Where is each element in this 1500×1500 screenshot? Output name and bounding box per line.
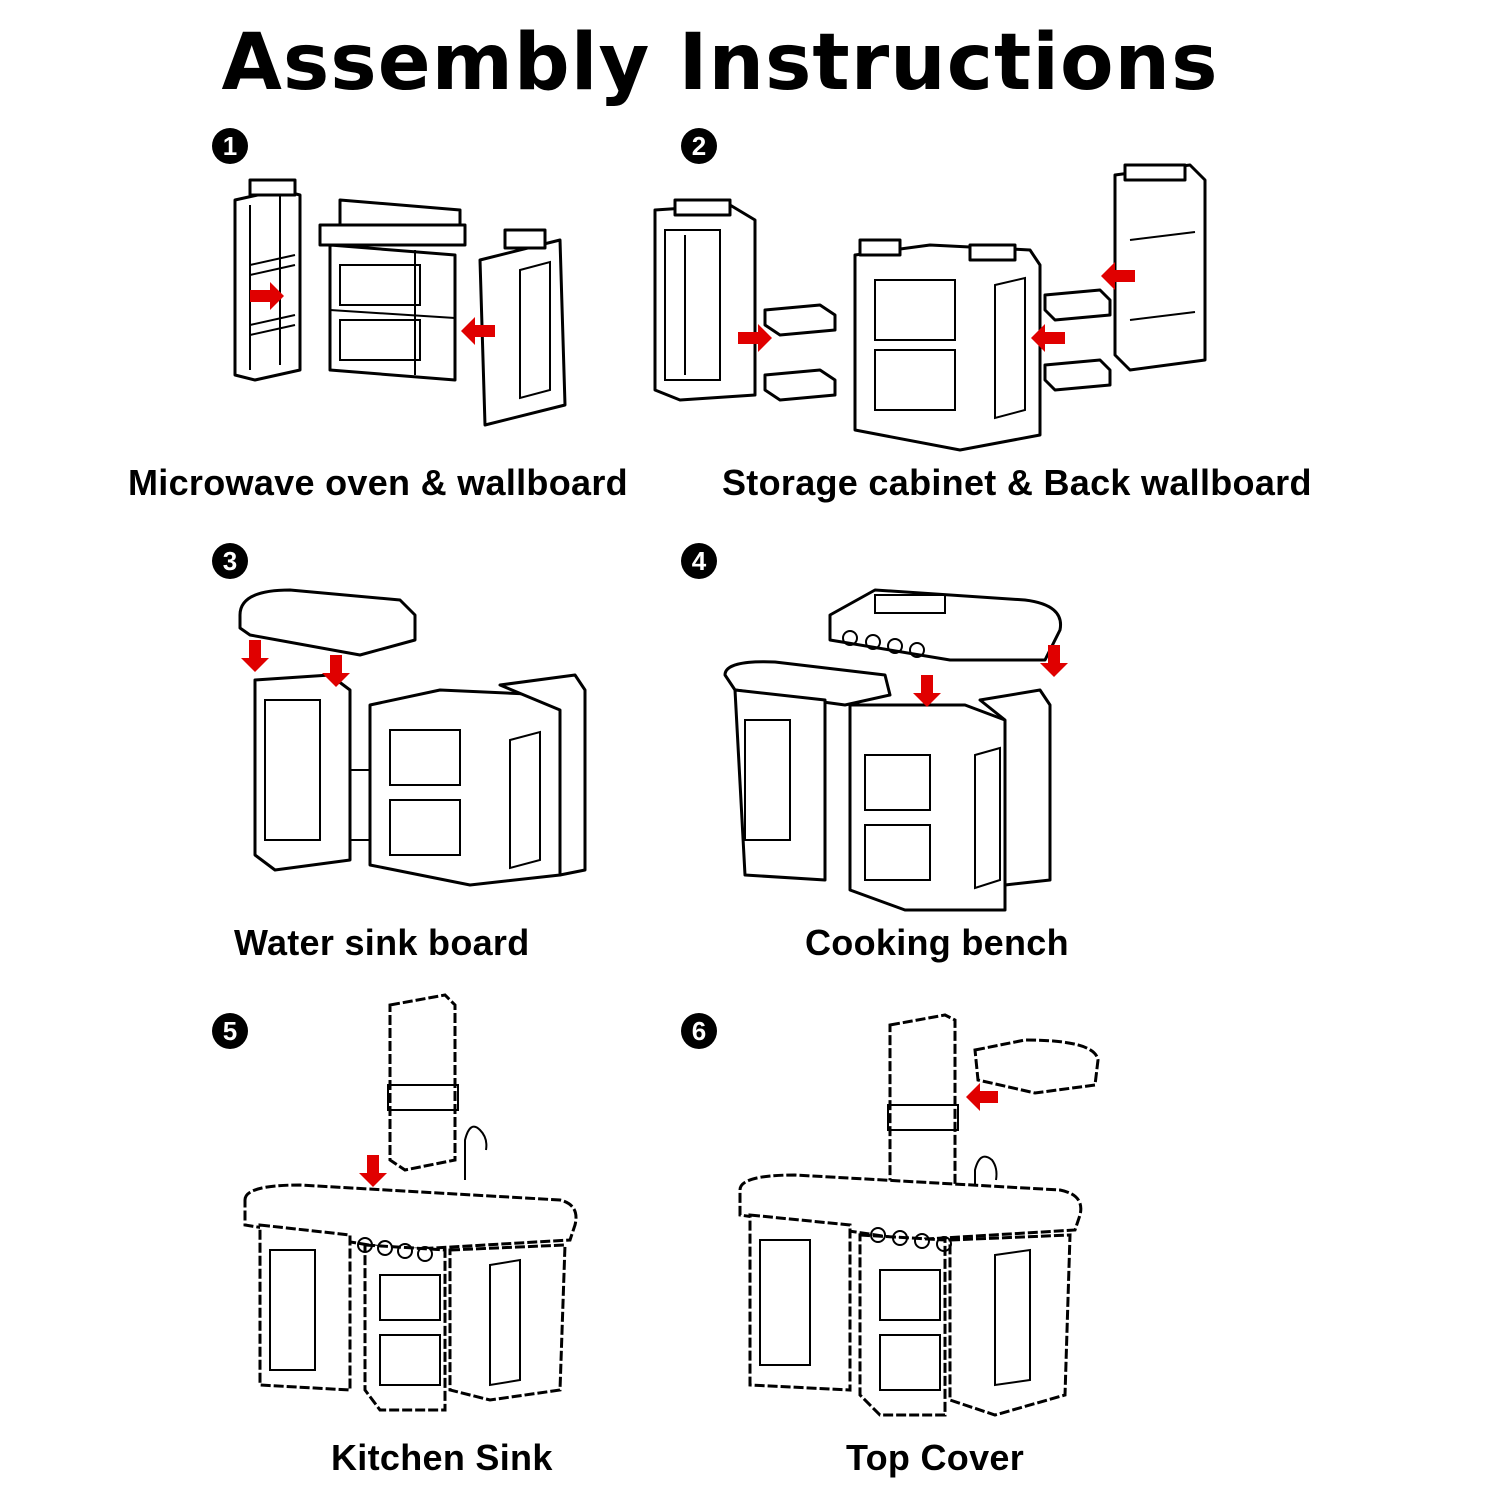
tall-shelf-unit-part — [887, 1013, 959, 1197]
step-1-illustration — [233, 178, 567, 427]
red-arrow-left-icon — [1031, 324, 1065, 352]
oven-cabinet-part — [853, 238, 1042, 452]
step-1-caption: Microwave oven & wallboard — [128, 462, 628, 503]
step-6-caption: Top Cover — [846, 1437, 1025, 1478]
red-arrow-right-icon — [250, 282, 284, 310]
sink-board-part — [238, 588, 417, 657]
storage-cabinet-part — [653, 198, 757, 402]
red-arrow-down-icon — [359, 1155, 387, 1187]
faucet-part — [974, 1155, 998, 1210]
microwave-oven-part — [318, 198, 467, 382]
red-arrow-left-icon — [1101, 262, 1135, 290]
step-2-caption: Storage cabinet & Back wallboard — [722, 462, 1312, 503]
step-number-badge: 4 — [681, 543, 717, 579]
assembled-cabinets-part — [253, 673, 587, 887]
top-cover-part — [973, 1038, 1100, 1095]
kitchen-counter-part — [738, 1173, 1083, 1417]
cabinet-side-part — [478, 228, 567, 427]
red-arrow-right-icon — [738, 324, 772, 352]
step-number-badge: 5 — [212, 1013, 248, 1049]
step-4-illustration — [723, 588, 1068, 912]
back-wallboard-part — [1113, 163, 1207, 372]
step-number-badge: 2 — [681, 128, 717, 164]
red-arrow-left-icon — [966, 1083, 998, 1111]
tall-shelf-unit-part — [387, 993, 459, 1172]
step-number-badge: 1 — [212, 128, 248, 164]
side-wallboard-part — [233, 178, 302, 382]
step-3-illustration — [238, 588, 587, 887]
step-3-caption: Water sink board — [234, 922, 530, 963]
connector-block-part — [763, 288, 1112, 402]
faucet-part — [464, 1125, 488, 1180]
page-title: Assembly Instructions — [221, 18, 1219, 108]
base-cabinets-part — [723, 660, 1052, 912]
red-arrow-down-icon — [913, 675, 941, 707]
step-4-caption: Cooking bench — [805, 922, 1069, 963]
step-number-badge: 3 — [212, 543, 248, 579]
cooking-bench-top-part — [828, 588, 1063, 662]
red-arrow-down-icon — [1040, 645, 1068, 677]
step-5-caption: Kitchen Sink — [331, 1437, 553, 1478]
step-number-badge: 6 — [681, 1013, 717, 1049]
step-5-illustration — [243, 993, 578, 1412]
red-arrow-left-icon — [461, 317, 495, 345]
red-arrow-down-icon — [241, 640, 269, 672]
red-arrow-down-icon — [322, 655, 350, 687]
step-6-illustration — [738, 1013, 1100, 1417]
step-2-illustration — [653, 163, 1207, 452]
kitchen-counter-part — [243, 1183, 578, 1412]
